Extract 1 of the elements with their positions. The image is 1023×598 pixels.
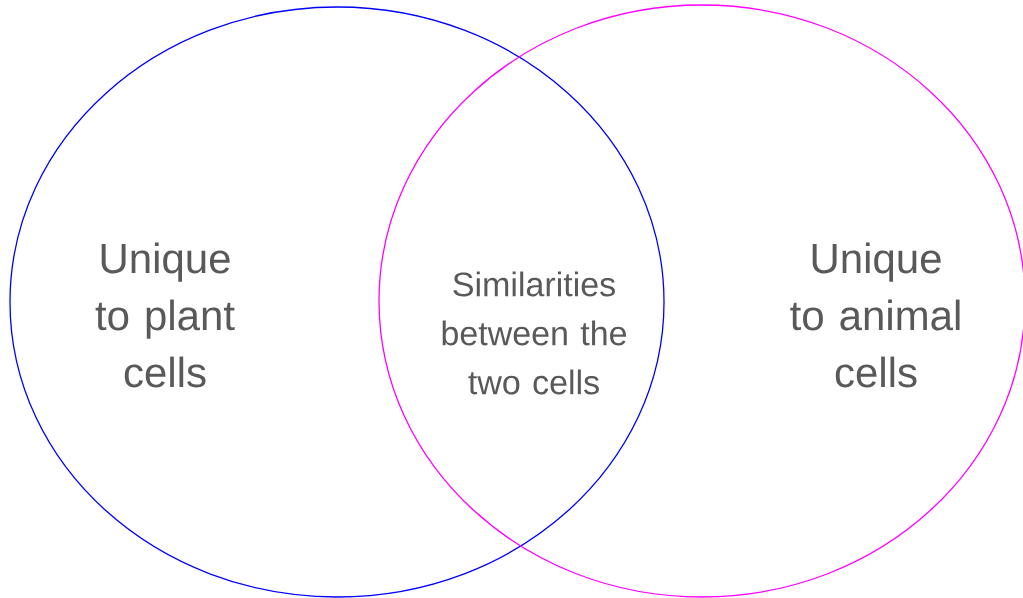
region-label: Similarities between the two cells [442, 271, 626, 395]
